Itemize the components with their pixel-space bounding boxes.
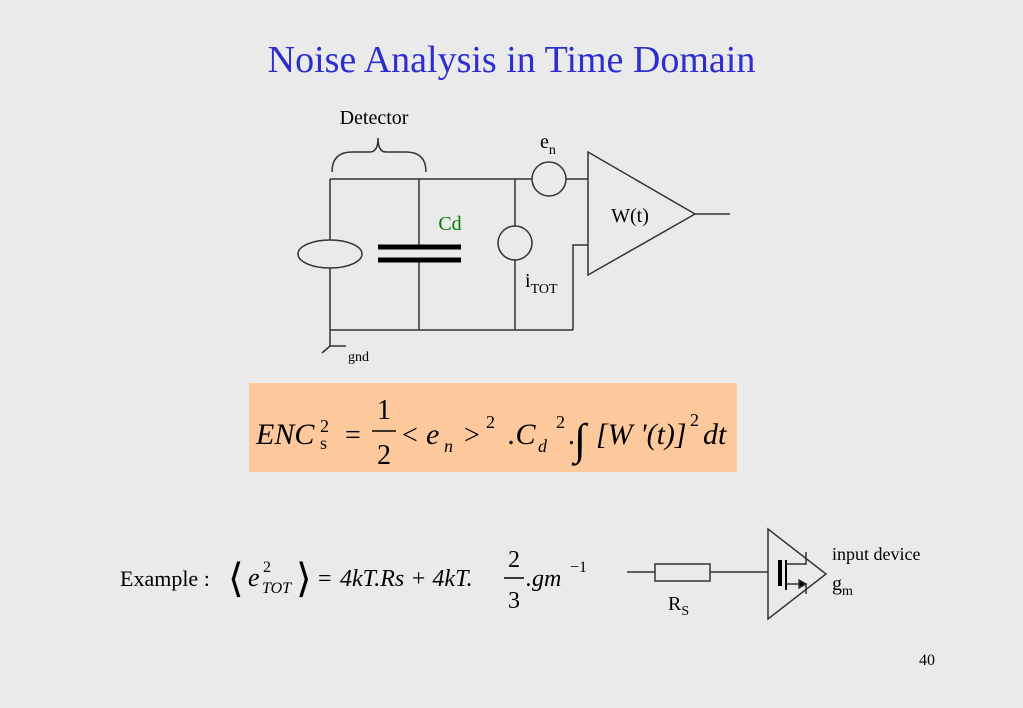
amp-ground-input-wire (572, 244, 588, 330)
input-device-triangle (767, 527, 828, 621)
enc-lhs: ENC (255, 418, 315, 451)
enc-sub: s (320, 433, 327, 453)
example-eq: = (318, 566, 332, 592)
enc-integral: ∫ (571, 415, 589, 466)
example-langle: ⟨ (228, 556, 244, 601)
input-device-label: input device (832, 544, 920, 564)
rs-resistor (654, 563, 711, 582)
detector-label: Detector (340, 107, 409, 129)
enc-bracket-open: < (402, 420, 418, 451)
example-formula: Example : ⟨ e 2 TOT ⟩ = 4kT.Rs + 4kT. 2 … (120, 547, 587, 614)
amplifier-triangle (587, 150, 697, 277)
itot-label: iTOT (525, 270, 558, 297)
enc-sq1: 2 (486, 412, 495, 432)
example-frac-den: 3 (508, 588, 520, 614)
gnd-symbol (321, 345, 331, 354)
enc-eq: = (345, 420, 361, 451)
enc-bracket-close: > (464, 420, 480, 451)
enc-formula: ENC 2 s = 1 2 < e n > 2 .C d 2 . ∫ [W '(… (255, 395, 727, 471)
example-frac-num: 2 (508, 547, 520, 573)
en-source (531, 161, 567, 197)
example-e-sub: TOT (262, 580, 292, 597)
enc-en: e (426, 418, 439, 451)
itot-label-sub: TOT (531, 282, 558, 297)
detector-source (297, 239, 363, 269)
mosfet-arrow (798, 578, 808, 590)
mosfet-drain (786, 552, 807, 565)
rs-label-sub: S (681, 604, 689, 619)
gm-label: gm (832, 573, 853, 599)
enc-sup: 2 (320, 416, 329, 436)
enc-en-sub: n (444, 436, 453, 456)
enc-w-expr: [W '(t)] (596, 418, 687, 451)
enc-cd: .C (508, 418, 537, 451)
example-prefix: Example : (120, 566, 210, 591)
example-e: e (248, 563, 260, 592)
example-term1: 4kT.Rs + 4kT. (340, 566, 473, 592)
rs-label: RS (668, 593, 689, 619)
enc-dt: dt (703, 418, 727, 451)
enc-formula-box (249, 383, 737, 472)
detector-brace (331, 137, 427, 173)
en-label-sub: n (549, 143, 556, 158)
enc-dot: . (568, 420, 575, 451)
gnd-label: gnd (348, 350, 369, 365)
example-term2-sup: −1 (570, 559, 587, 576)
example-e-sup: 2 (263, 559, 271, 576)
enc-cd-sub: d (538, 436, 548, 456)
enc-sq2: 2 (556, 412, 565, 432)
enc-frac-den: 2 (377, 440, 391, 471)
gm-label-sub: m (842, 584, 853, 599)
page-title: Noise Analysis in Time Domain (267, 39, 756, 81)
en-label: en (540, 131, 556, 158)
example-rangle: ⟩ (296, 556, 312, 601)
enc-frac-num: 1 (377, 395, 391, 426)
itot-source (497, 225, 533, 261)
example-term2: .gm (526, 566, 561, 592)
input-device-schematic (627, 527, 828, 621)
cd-label: Cd (438, 213, 461, 235)
enc-sq3: 2 (690, 410, 699, 430)
detector-circuit (297, 137, 730, 354)
page-number: 40 (919, 652, 935, 669)
amp-label: W(t) (611, 205, 649, 227)
